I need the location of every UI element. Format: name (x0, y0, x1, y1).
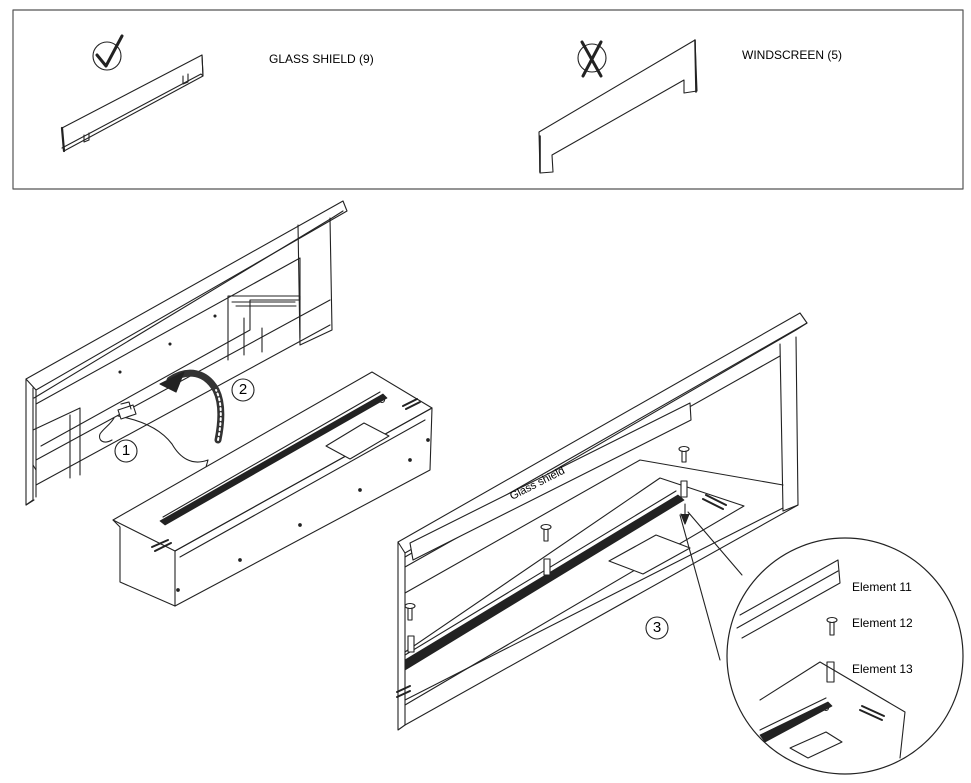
burner-unit (112, 371, 433, 607)
burner-tray-installed (396, 477, 745, 706)
power-cable (99, 401, 209, 468)
step-2-number: 2 (238, 381, 248, 398)
step-2-circle (231, 378, 255, 402)
element-12-label: Element 12 (852, 616, 913, 630)
bracket-2-icon (543, 558, 551, 576)
callout-line-1 (679, 514, 721, 661)
glass-shield-installed (409, 402, 692, 561)
detail-magnifier (726, 537, 964, 775)
glass-shield-part (60, 54, 204, 153)
windscreen-part (538, 39, 698, 174)
cross-icon (577, 40, 607, 78)
pointer-arrow-head (680, 513, 690, 525)
bracket-3-icon (407, 635, 415, 653)
glass-shield-label: GLASS SHIELD (9) (269, 52, 374, 66)
screw-1-icon (678, 445, 690, 463)
element-11-label: Element 11 (852, 580, 912, 594)
step-3-number: 3 (652, 619, 662, 636)
windscreen-label: WINDSCREEN (5) (742, 48, 843, 62)
step-1-circle (114, 439, 138, 463)
screw-2-icon (540, 523, 552, 542)
checkmark-icon (92, 34, 124, 71)
callout-line-2 (687, 511, 743, 576)
fireplace-frame-left (25, 200, 348, 506)
screw-3-icon (404, 602, 416, 621)
legend-box (12, 9, 964, 190)
step-3-circle (645, 616, 669, 640)
step-1-number: 1 (121, 442, 131, 459)
lift-arrow-icon (159, 369, 225, 444)
element-13-label: Element 13 (852, 662, 913, 676)
bracket-1-icon (680, 480, 688, 498)
